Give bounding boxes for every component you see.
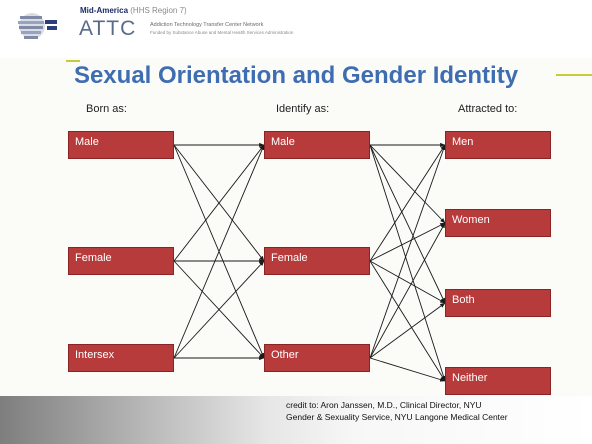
slide-title: Sexual Orientation and Gender Identity: [73, 62, 519, 89]
tagline: Addiction Technology Transfer Center Net…: [150, 22, 264, 28]
credit-line-2: Gender & Sexuality Service, NYU Langone …: [286, 412, 508, 422]
identify-female-box: Female: [264, 247, 370, 275]
attracted-women-box: Women: [445, 209, 551, 237]
footer-band: [0, 396, 592, 444]
funding-line: Funded by Substance Abuse and Mental Hea…: [150, 30, 294, 35]
arrow-identify-2-to-attracted-1: [369, 222, 446, 359]
born-intersex-box: Intersex: [68, 344, 174, 372]
arrow-identify-0-to-attracted-2: [369, 144, 446, 304]
column-head-attracted: Attracted to:: [458, 103, 518, 115]
column-head-born: Born as:: [86, 103, 127, 115]
attracted-neither-box: Neither: [445, 367, 551, 395]
identify-male-box: Male: [264, 131, 370, 159]
credit-text: credit to: Aron Janssen, M.D., Clinical …: [286, 399, 508, 423]
attracted-men-box: Men: [445, 131, 551, 159]
arrow-identify-2-to-attracted-2: [369, 302, 446, 359]
arrow-identify-0-to-attracted-3: [369, 144, 446, 382]
org-name-line: Mid-America (HHS Region 7): [80, 6, 187, 15]
born-female-box: Female: [68, 247, 174, 275]
born-male-box: Male: [68, 131, 174, 159]
arrow-identify-2-to-attracted-0: [369, 144, 446, 359]
arrow-identify-1-to-attracted-1: [369, 222, 446, 262]
attc-logo-icon: [18, 13, 57, 39]
arrow-born-1-to-identify-0: [173, 144, 265, 262]
accent-rule-right: [556, 74, 592, 76]
column-head-identify: Identify as:: [276, 103, 330, 115]
attracted-both-box: Both: [445, 289, 551, 317]
arrow-identify-1-to-attracted-0: [369, 144, 446, 262]
arrow-born-2-to-identify-1: [173, 260, 265, 359]
credit-line-1: credit to: Aron Janssen, M.D., Clinical …: [286, 400, 482, 410]
org-region: (HHS Region 7): [130, 6, 187, 15]
arrow-identify-0-to-attracted-1: [369, 144, 446, 224]
identify-other-box: Other: [264, 344, 370, 372]
arrow-born-2-to-identify-0: [173, 144, 265, 359]
arrow-identify-1-to-attracted-3: [369, 260, 446, 382]
arrow-identify-1-to-attracted-2: [369, 260, 446, 304]
org-name: Mid-America: [80, 6, 129, 15]
header: Mid-America (HHS Region 7) ATTC Addictio…: [0, 0, 592, 58]
arrow-identify-2-to-attracted-3: [369, 357, 446, 382]
logo-text: ATTC: [79, 17, 137, 40]
accent-rule-left: [66, 60, 80, 62]
